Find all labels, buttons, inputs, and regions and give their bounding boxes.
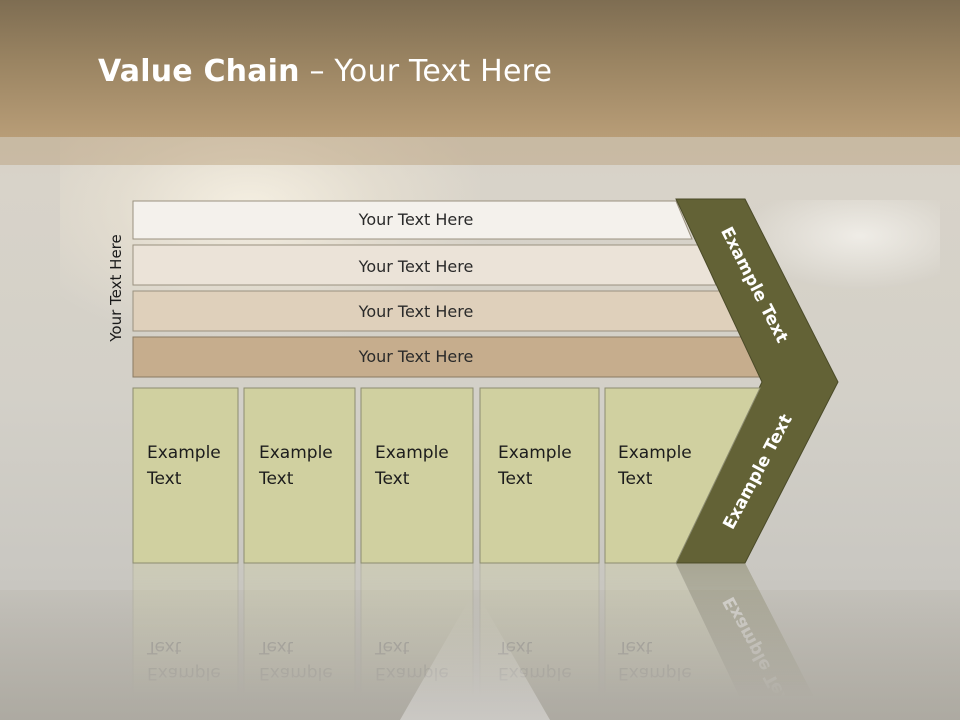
reflection-box-1-line2: Text [146,637,182,657]
box-4-line1: Example [498,443,572,463]
reflection-box-1 [132,562,239,720]
reflection-box-4-line1: Example [498,663,572,683]
bar-3: Your Text Here [132,290,741,332]
slide-title-bold: Value Chain [98,54,300,89]
bar-1-shape [132,200,693,240]
bar-group: Your Text Here Your Text Here Your Text … [132,200,764,378]
reflection-box-1-text: Example Text [146,637,221,683]
bar-1: Your Text Here [132,200,693,240]
reflection-box-2-text: Example Text [258,637,333,683]
reflection-box-2-line2: Text [258,637,294,657]
slide-title: Value Chain – Your Text Here [98,54,552,89]
slide-title-rest: – Your Text Here [299,54,553,89]
box-4-shape [479,387,600,564]
bar-4-label: Your Text Here [358,347,474,366]
chevron-shape [675,198,839,564]
bar-3-label: Your Text Here [358,302,474,321]
reflection-chevron-arm [676,563,826,720]
box-1-line2: Text [146,469,182,489]
reflection-box-1-line1: Example [147,663,221,683]
box-5-line2: Text [617,469,653,489]
header-bar [0,0,960,137]
reflection: Example Text Example Text Example Text Exam… [132,562,826,720]
bar-2-label: Your Text Here [358,257,474,276]
box-2-shape [243,387,356,564]
reflection-box-5 [604,562,752,720]
reflection-box-4 [479,562,600,720]
bar-4: Your Text Here [132,336,764,378]
reflection-box-3-text: Example Text [374,637,449,683]
box-4-line2: Text [497,469,533,489]
reflection-box-3-line2: Text [374,637,410,657]
box-3-shape [360,387,474,564]
reflection-box-3-line1: Example [375,663,449,683]
box-5-shape [604,387,761,564]
reflection-chevron [676,563,826,720]
reflection-box-3 [360,562,474,720]
box-5-line1: Example [618,443,692,463]
reflection-box-5-text: Example Text [617,637,692,683]
reflection-box-5-line2: Text [617,637,653,657]
reflection-box-4-text: Example Text [497,637,572,683]
reflection-box-2-line1: Example [259,663,333,683]
header-band [0,137,960,165]
bar-2: Your Text Here [132,244,717,286]
box-3-line1: Example [375,443,449,463]
bar-1-label: Your Text Here [358,210,474,229]
box-1-line1: Example [147,443,221,463]
reflection-box-5-line1: Example [618,663,692,683]
reflection-box-4-line2: Text [497,637,533,657]
reflection-box-2 [243,562,356,720]
box-2-line2: Text [258,469,294,489]
box-3-line2: Text [374,469,410,489]
box-2-line1: Example [259,443,333,463]
box-1-shape [132,387,239,564]
